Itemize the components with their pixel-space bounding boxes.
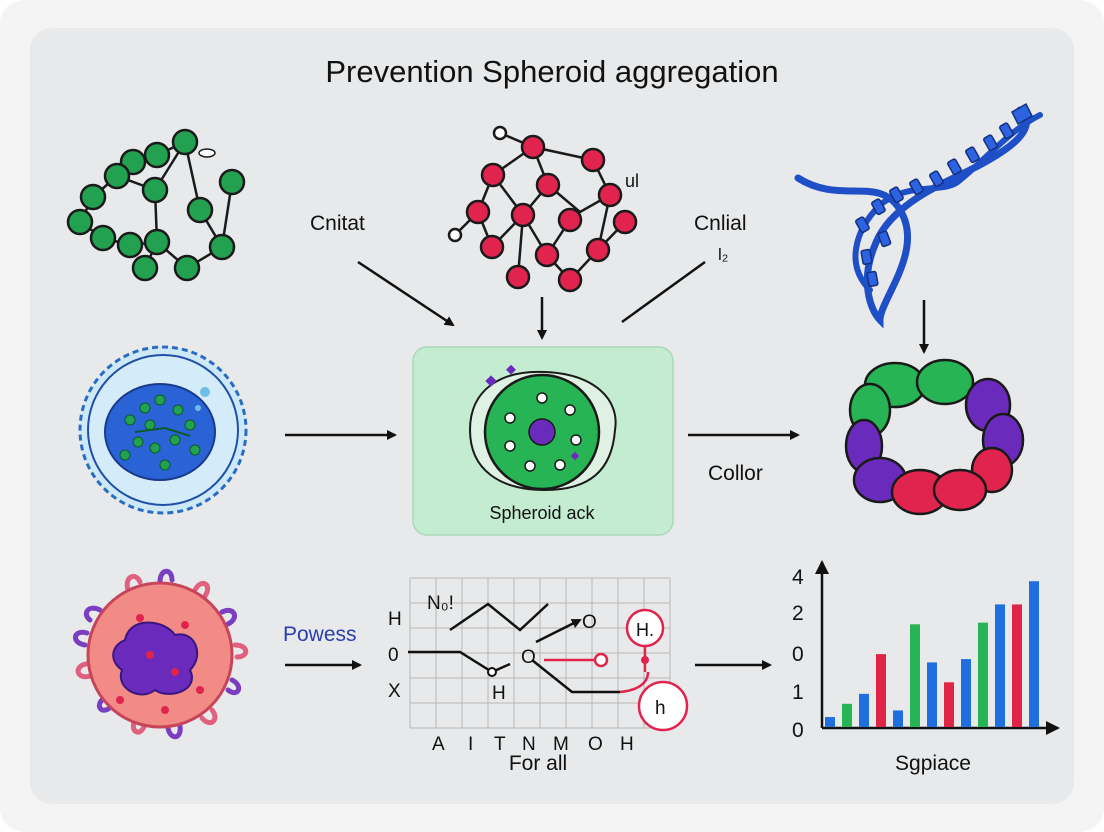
connector-topright-to-center <box>621 260 706 324</box>
mini-col-label: I <box>468 734 473 755</box>
dna-helix-icon <box>794 102 1043 329</box>
mini-row-label: X <box>388 681 401 702</box>
protein-ring-icon <box>844 358 1025 516</box>
blue-cell-icon <box>78 345 248 515</box>
y-tick-label: 0 <box>792 643 804 666</box>
mini-col-label: M <box>553 734 569 755</box>
y-tick-label: 0 <box>792 719 804 742</box>
label-cnlial-sub: l₂ <box>718 245 728 264</box>
spheroid-box: Spheroid ack <box>412 346 674 536</box>
mini-annotation: N₀! <box>427 593 454 614</box>
green-molecule-icon <box>66 128 246 282</box>
mini-annotation: O <box>582 612 597 633</box>
bar-green <box>978 622 988 727</box>
bar-blue <box>1029 581 1039 727</box>
bar-blue <box>927 662 937 727</box>
label-cnlial: Cnlial <box>694 212 747 235</box>
bar-chart: 4 2 0 1 0 Sgpiace <box>792 560 1060 775</box>
bar-blue <box>893 710 903 727</box>
bar-blue <box>825 717 835 727</box>
bar-blue <box>995 604 1005 727</box>
y-tick-label: 4 <box>792 566 804 589</box>
label-cnitat: Cnitat <box>310 212 365 235</box>
y-tick-label: 1 <box>792 681 804 704</box>
mini-col-label: H <box>620 734 634 755</box>
molecule-tag: ul <box>625 171 639 191</box>
mini-annotation: O <box>521 647 536 668</box>
mini-row-label: 0 <box>388 645 399 666</box>
diagram-title: Prevention Spheroid aggregation <box>325 54 778 89</box>
bar-blue <box>961 659 971 727</box>
bar-blue <box>859 693 869 727</box>
y-tick-label: 2 <box>792 602 804 625</box>
bar-red <box>944 682 954 727</box>
mini-col-label: A <box>432 734 445 755</box>
virus-cell-icon <box>73 568 249 740</box>
mini-col-label: O <box>588 734 603 755</box>
mini-grid-chart: H 0 X N₀! H O O H. h A I T N M O H For a… <box>388 577 689 775</box>
spheroid-box-label: Spheroid ack <box>489 503 595 523</box>
bar-red <box>876 654 886 727</box>
x-axis-label: Sgpiace <box>895 752 971 775</box>
mini-annotation: h <box>655 698 666 719</box>
arrow-topleft-to-center <box>357 260 455 327</box>
label-collor: Collor <box>708 462 763 485</box>
mini-col-label: T <box>494 734 506 755</box>
bar-green <box>842 703 852 727</box>
mini-chart-caption: For all <box>509 752 567 775</box>
mini-annotation: H <box>492 683 506 704</box>
mini-annotation: H. <box>636 620 654 640</box>
bar-green <box>910 624 920 727</box>
label-powess: Powess <box>283 623 357 646</box>
red-molecule-icon <box>447 125 638 293</box>
mini-row-label: H <box>388 609 402 630</box>
bar-red <box>1012 604 1022 727</box>
mini-col-label: N <box>522 734 536 755</box>
